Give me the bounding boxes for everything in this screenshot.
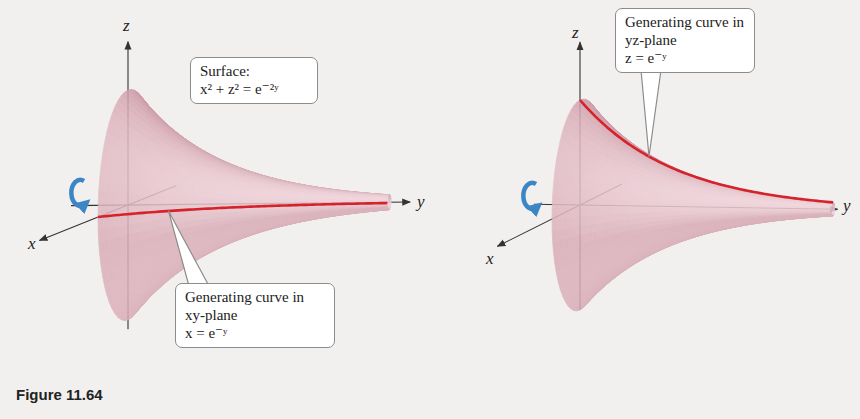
figure-stage: Surface:x² + z² = e⁻²ʸGenerating curve i… bbox=[0, 0, 860, 419]
